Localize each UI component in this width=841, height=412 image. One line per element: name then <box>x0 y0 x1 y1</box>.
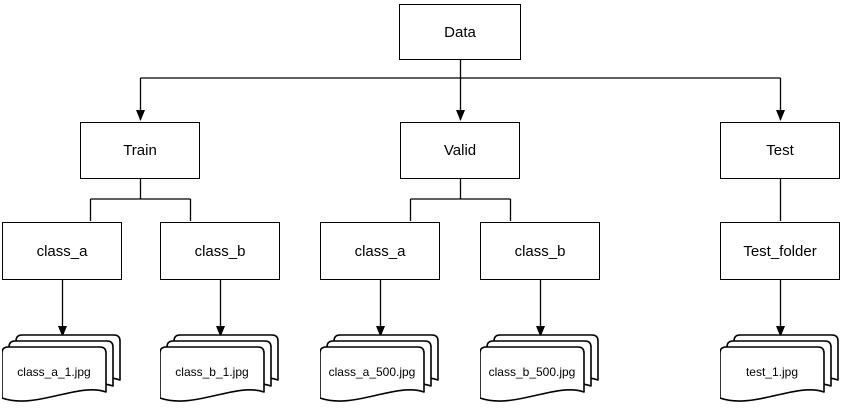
documents-stack-icon <box>320 334 439 402</box>
file-stack-train-class-b: class_b_1.jpg <box>160 334 280 408</box>
file-stack-test: test_1.jpg <box>720 334 840 408</box>
node-test: Test <box>720 122 840 179</box>
node-valid-label: Valid <box>443 142 477 159</box>
documents-stack-icon <box>2 334 121 402</box>
node-valid-class-a: class_a <box>320 222 440 280</box>
node-data: Data <box>399 4 521 60</box>
file-label: class_b_1.jpg <box>175 365 249 379</box>
node-train-class-a: class_a <box>2 222 122 280</box>
node-train: Train <box>80 122 200 179</box>
documents-stack-icon <box>720 334 839 402</box>
node-valid-class-b: class_b <box>480 222 600 280</box>
file-stack-valid-class-b: class_b_500.jpg <box>480 334 600 408</box>
file-label: class_a_1.jpg <box>17 365 91 379</box>
node-valid: Valid <box>400 122 520 179</box>
file-stack-train-class-a: class_a_1.jpg <box>2 334 122 408</box>
file-label: test_1.jpg <box>745 365 799 379</box>
node-train-class-b-label: class_b <box>194 242 246 260</box>
node-train-class-b: class_b <box>160 222 280 280</box>
node-valid-class-a-label: class_a <box>354 242 406 260</box>
node-train-class-a-label: class_a <box>36 242 88 260</box>
file-label: class_b_500.jpg <box>488 365 576 379</box>
node-test-label: Test <box>766 142 794 159</box>
node-valid-class-b-label: class_b <box>514 242 566 260</box>
node-test-folder: Test_folder <box>720 222 840 280</box>
file-stack-valid-class-a: class_a_500.jpg <box>320 334 440 408</box>
node-train-label: Train <box>123 142 157 159</box>
node-test-folder-label: Test_folder <box>743 242 817 260</box>
file-label: class_a_500.jpg <box>328 365 416 379</box>
documents-stack-icon <box>160 334 279 402</box>
node-data-label: Data <box>444 23 476 41</box>
documents-stack-icon <box>480 334 599 402</box>
